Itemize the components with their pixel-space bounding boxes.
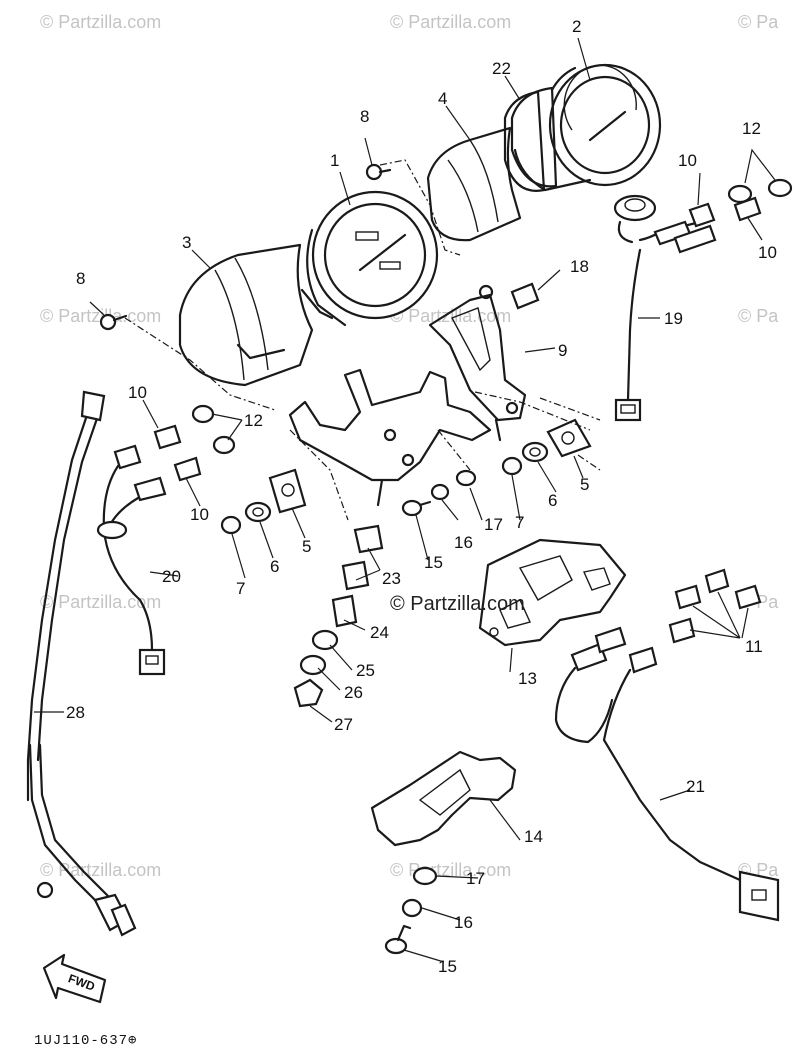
watermark-top-right: © Pa: [738, 12, 779, 32]
watermark-low-left: © Partzilla.com: [40, 592, 161, 612]
watermark-bottom-left: © Partzilla.com: [40, 860, 161, 880]
callout-17-lower: 17: [466, 869, 485, 888]
callout-18: 18: [570, 257, 589, 276]
grommet-23-b[interactable]: [341, 560, 370, 591]
bulb-11-a[interactable]: [674, 584, 702, 610]
washer-17-upper[interactable]: [455, 469, 477, 487]
callout-12-upper: 12: [742, 119, 761, 138]
nut-27[interactable]: [293, 678, 324, 708]
callout-7-left: 7: [236, 579, 245, 598]
callout-16-lower: 16: [454, 913, 473, 932]
bulb-10-left-lower[interactable]: [173, 456, 202, 482]
bulb-10-right[interactable]: [733, 196, 762, 222]
callout-15-upper: 15: [424, 553, 443, 572]
callout-14: 14: [524, 827, 543, 846]
speedometer-cable[interactable]: [26, 390, 137, 937]
callout-3: 3: [182, 233, 191, 252]
damper-5-left[interactable]: [268, 468, 307, 514]
callout-24: 24: [370, 623, 389, 642]
callout-27: 27: [334, 715, 353, 734]
bulb-12-a[interactable]: [727, 184, 753, 204]
panel-harness[interactable]: [554, 626, 780, 922]
watermark-main: © Partzilla.com: [390, 593, 525, 615]
callout-28: 28: [66, 703, 85, 722]
bulb-11-c[interactable]: [734, 584, 762, 610]
callout-1: 1: [330, 151, 339, 170]
washer-16-upper[interactable]: [430, 483, 450, 501]
bulb-11-d[interactable]: [668, 617, 696, 644]
bulb-12-left-b[interactable]: [212, 435, 236, 455]
bulb-10-left[interactable]: [153, 424, 182, 450]
meter-bracket[interactable]: [428, 284, 527, 442]
callout-17-upper: 17: [484, 515, 503, 534]
bulb-12-left-a[interactable]: [191, 404, 215, 424]
diagram-code: 1UJ110-637⊕: [34, 1033, 137, 1049]
indicator-harness[interactable]: [613, 194, 717, 422]
watermark-mid-left: © Partzilla.com: [40, 306, 161, 326]
callout-26: 26: [344, 683, 363, 702]
callout-2: 2: [572, 17, 581, 36]
bulb-11-b[interactable]: [704, 568, 730, 594]
collar-6-left[interactable]: [244, 501, 272, 523]
speedometer-harness[interactable]: [96, 444, 167, 676]
tachometer-gauge[interactable]: [510, 63, 662, 192]
callout-10-upper: 10: [678, 151, 697, 170]
callout-10-right: 10: [758, 243, 777, 262]
watermark-mid-right: © Pa: [738, 306, 779, 326]
nut-7-right[interactable]: [501, 456, 523, 476]
callout-15-lower: 15: [438, 957, 457, 976]
callout-6-left: 6: [270, 557, 279, 576]
bolt-15-lower[interactable]: [384, 924, 412, 955]
damper-5-right[interactable]: [546, 418, 592, 458]
callout-13: 13: [518, 669, 537, 688]
lower-cover[interactable]: [370, 750, 517, 847]
callout-10-left-lower: 10: [190, 505, 209, 524]
speedometer-gauge[interactable]: [300, 190, 439, 327]
callout-11: 11: [745, 637, 763, 656]
callout-16-upper: 16: [454, 533, 473, 552]
callout-6-right: 6: [548, 491, 557, 510]
grommet-23-a[interactable]: [353, 524, 384, 554]
callout-21: 21: [686, 777, 705, 796]
tachometer-cover[interactable]: [426, 126, 522, 242]
callout-4: 4: [438, 89, 447, 108]
tachometer-ring[interactable]: [503, 90, 546, 192]
watermark-top-center: © Partzilla.com: [390, 12, 511, 32]
callout-12-left: 12: [244, 411, 263, 430]
callout-7-right: 7: [515, 513, 524, 532]
nut-7-left[interactable]: [220, 515, 242, 535]
callout-5-left: 5: [302, 537, 311, 556]
grommet-18[interactable]: [510, 282, 540, 310]
callout-25: 25: [356, 661, 375, 680]
callout-9: 9: [558, 341, 567, 360]
fwd-arrow-icon: FWD: [42, 953, 107, 1004]
callout-23: 23: [382, 569, 401, 588]
bulb-10-upper[interactable]: [688, 202, 716, 228]
speedometer-cover[interactable]: [178, 243, 314, 387]
bulb-12-b[interactable]: [767, 178, 793, 198]
meter-stay-bracket[interactable]: [288, 368, 492, 507]
callout-5-right: 5: [580, 475, 589, 494]
callout-20: 20: [162, 567, 181, 586]
callout-8-upper: 8: [360, 107, 369, 126]
watermark-top-left: © Partzilla.com: [40, 12, 161, 32]
washer-17-lower[interactable]: [412, 866, 438, 886]
screw-upper[interactable]: [365, 163, 392, 181]
screw-left[interactable]: [99, 313, 128, 331]
callout-19: 19: [664, 309, 683, 328]
bolt-15-upper[interactable]: [401, 499, 432, 517]
collar-24[interactable]: [331, 594, 358, 628]
collar-6-right[interactable]: [521, 441, 549, 463]
meter-panel[interactable]: [478, 538, 627, 647]
washer-16-lower[interactable]: [401, 898, 423, 918]
washer-25[interactable]: [311, 629, 339, 651]
callout-8-left: 8: [76, 269, 85, 288]
callout-10-left: 10: [128, 383, 147, 402]
callout-22: 22: [492, 59, 511, 78]
